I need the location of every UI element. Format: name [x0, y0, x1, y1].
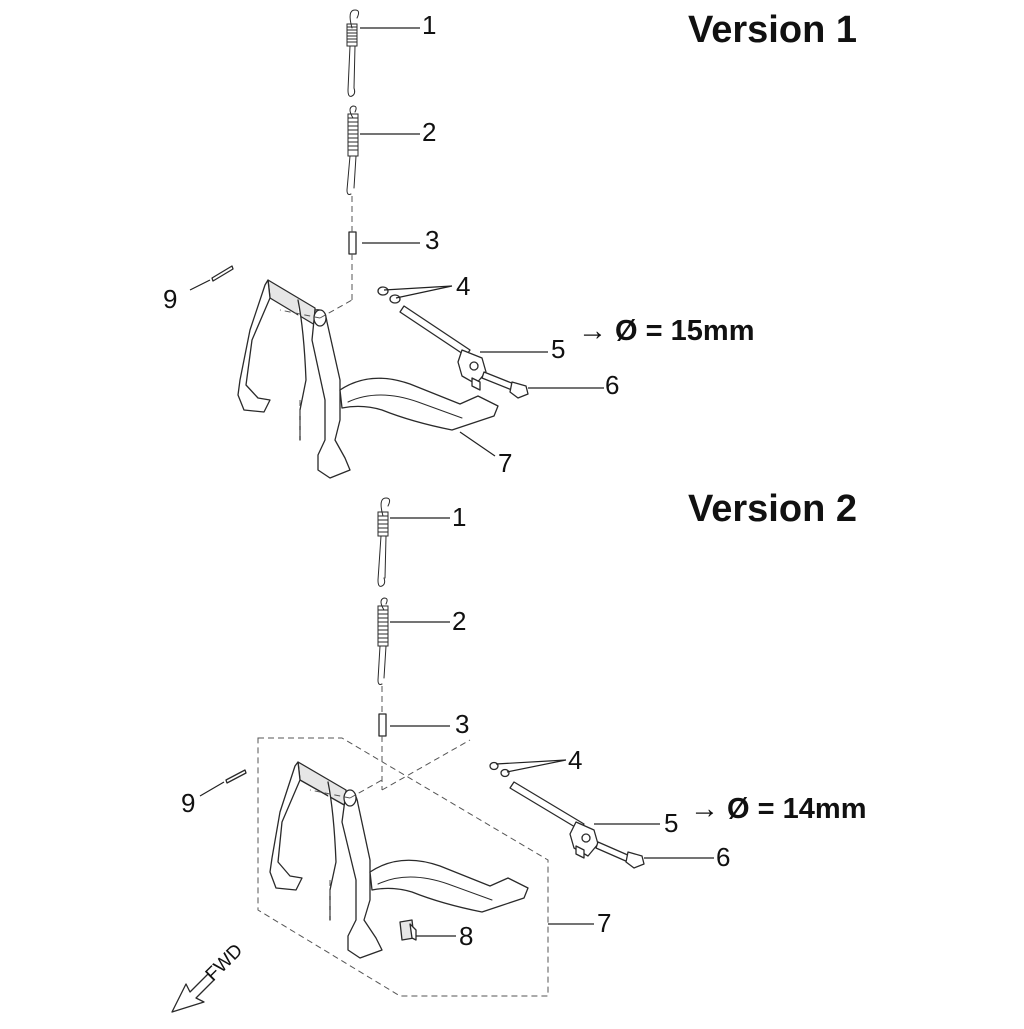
forward-direction-indicator: FWD — [171, 940, 247, 1013]
v2-callout-8: 8 — [459, 921, 473, 951]
v1-callout-6: 6 — [605, 370, 619, 400]
v2-callout-7: 7 — [597, 908, 611, 938]
v2-pivot-shaft — [509, 781, 599, 859]
v2-washers — [489, 761, 510, 778]
v1-callout-7: 7 — [498, 448, 512, 478]
v2-spring-long — [377, 597, 389, 685]
v1-callout-3: 3 — [425, 225, 439, 255]
v2-sleeve — [378, 713, 387, 737]
fwd-arrow-icon — [171, 973, 215, 1013]
fwd-label: FWD — [202, 940, 247, 985]
v2-callout-4: 4 — [568, 745, 582, 775]
version-2-title: Version 2 — [688, 488, 857, 530]
v1-washers — [377, 286, 401, 304]
v2-bolt — [595, 841, 645, 869]
v2-callout-5: 5 — [664, 808, 678, 838]
v1-callout-4: 4 — [456, 271, 470, 301]
version-2-group: Version 2 — [181, 488, 867, 997]
v2-callout-1: 1 — [452, 502, 466, 532]
v1-spring-long — [346, 105, 359, 195]
v2-callout-3: 3 — [455, 709, 469, 739]
v1-main-stand — [237, 279, 499, 479]
v1-diameter-note: → Ø = 15mm — [578, 315, 755, 347]
v1-callout-9: 9 — [163, 284, 177, 314]
version-1-title: Version 1 — [688, 9, 857, 51]
v1-sleeve — [348, 231, 357, 255]
v2-callout-9: 9 — [181, 788, 195, 818]
v1-pivot-shaft — [399, 305, 487, 391]
v2-callout-2: 2 — [452, 606, 466, 636]
v1-spring-short — [346, 9, 360, 97]
v1-callout-1: 1 — [422, 10, 436, 40]
v1-callout-2: 2 — [422, 117, 436, 147]
v1-bolt — [481, 371, 529, 399]
version-1-group: Version 1 — [163, 9, 857, 479]
v2-callout-6: 6 — [716, 842, 730, 872]
v2-spring-short — [377, 497, 391, 587]
v2-rubber-stop — [399, 919, 417, 941]
v1-callout-5: 5 — [551, 334, 565, 364]
v2-diameter-note: → Ø = 14mm — [690, 793, 867, 825]
v2-assembly-outline — [257, 737, 549, 997]
v2-main-stand — [269, 739, 529, 959]
v1-cotter-pin — [211, 265, 234, 282]
v2-cotter-pin — [225, 769, 247, 784]
